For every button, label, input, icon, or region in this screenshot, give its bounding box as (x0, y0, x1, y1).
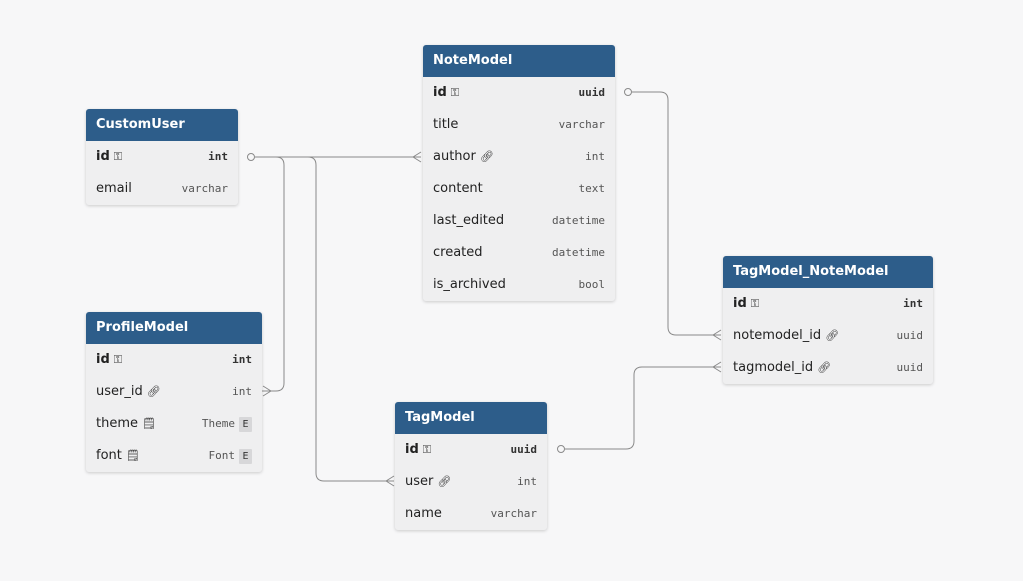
link-icon: 🔗︎ (437, 475, 452, 488)
field-type: int (232, 385, 252, 398)
field-type: int (517, 475, 537, 488)
table-tagmodel-notemodel[interactable]: TagModel_NoteModel id⚿ int notemodel_id🔗… (723, 256, 933, 384)
field-name: author (433, 149, 476, 164)
field-type: int (208, 150, 228, 163)
field-name: font (96, 448, 122, 463)
many-marker (412, 151, 422, 163)
field-row[interactable]: id⚿ int (86, 344, 262, 376)
field-type: uuid (578, 86, 606, 99)
field-row[interactable]: last_edited datetime (423, 205, 615, 237)
field-name: id (733, 296, 747, 311)
note-icon: 🗒︎ (125, 449, 140, 462)
many-marker (712, 329, 722, 341)
field-type-label: Theme (201, 417, 235, 430)
field-type-label: Font (208, 449, 236, 462)
field-name: notemodel_id (733, 328, 822, 343)
field-type: datetime (552, 246, 605, 259)
field-row[interactable]: content text (423, 173, 615, 205)
one-marker (624, 88, 632, 96)
field-name: id (405, 442, 419, 457)
table-profilemodel[interactable]: ProfileModel id⚿ int user_id🔗︎ int theme… (86, 312, 262, 472)
field-row[interactable]: id⚿ int (723, 288, 933, 320)
field-type: Theme E (202, 408, 252, 440)
field-row[interactable]: user🔗︎ int (395, 466, 547, 498)
field-row[interactable]: created datetime (423, 237, 615, 269)
field-row[interactable]: name varchar (395, 498, 547, 530)
field-name: email (96, 181, 132, 196)
field-type: uuid (896, 361, 924, 374)
key-icon: ⚿ (422, 443, 432, 456)
field-row[interactable]: tagmodel_id🔗︎ uuid (723, 352, 933, 384)
table-tagmodel[interactable]: TagModel id⚿ uuid user🔗︎ int name varcha… (395, 402, 547, 530)
field-row[interactable]: id⚿ int (86, 141, 238, 173)
field-row[interactable]: author🔗︎ int (423, 141, 615, 173)
many-marker (385, 475, 395, 487)
field-type: varchar (490, 507, 537, 520)
field-name: user (405, 474, 434, 489)
key-icon: ⚿ (450, 86, 460, 99)
field-row[interactable]: id⚿ uuid (395, 434, 547, 466)
link-icon: 🔗︎ (825, 329, 840, 342)
field-name: theme (96, 416, 138, 431)
table-title[interactable]: CustomUser (86, 109, 238, 141)
link-icon: 🔗︎ (146, 385, 161, 398)
field-name: id (96, 352, 110, 367)
field-row[interactable]: id⚿ uuid (423, 77, 615, 109)
field-name: user_id (96, 384, 143, 399)
field-name: title (433, 117, 459, 132)
rel-notemodel-tagmodelnotemodel (632, 91, 721, 336)
table-title[interactable]: NoteModel (423, 45, 615, 77)
field-name: is_archived (433, 277, 506, 292)
field-row[interactable]: theme 🗒︎ Theme E (86, 408, 262, 440)
rel-customuser-tagmodel (255, 156, 394, 482)
enum-badge: E (239, 449, 252, 464)
field-type: uuid (510, 443, 538, 456)
table-customuser[interactable]: CustomUser id⚿ int email varchar (86, 109, 238, 205)
link-icon: 🔗︎ (817, 361, 832, 374)
one-marker (247, 153, 255, 161)
field-row[interactable]: is_archived bool (423, 269, 615, 301)
field-type: bool (578, 278, 606, 291)
table-notemodel[interactable]: NoteModel id⚿ uuid title varchar author🔗… (423, 45, 615, 301)
field-name: id (433, 85, 447, 100)
link-icon: 🔗︎ (479, 150, 494, 163)
key-icon: ⚿ (113, 150, 123, 163)
table-title[interactable]: TagModel (395, 402, 547, 434)
field-row[interactable]: notemodel_id🔗︎ uuid (723, 320, 933, 352)
key-icon: ⚿ (750, 297, 760, 310)
field-name: id (96, 149, 110, 164)
many-marker (712, 361, 722, 373)
rel-tagmodel-tagmodelnotemodel (565, 366, 721, 450)
table-title[interactable]: ProfileModel (86, 312, 262, 344)
field-type: uuid (896, 329, 924, 342)
field-row[interactable]: email varchar (86, 173, 238, 205)
field-name: last_edited (433, 213, 505, 228)
enum-badge: E (239, 417, 252, 432)
field-row[interactable]: title varchar (423, 109, 615, 141)
many-marker (262, 385, 272, 397)
field-row[interactable]: user_id🔗︎ int (86, 376, 262, 408)
field-type: text (578, 182, 606, 195)
field-type: int (232, 353, 252, 366)
table-title[interactable]: TagModel_NoteModel (723, 256, 933, 288)
field-name: name (405, 506, 442, 521)
field-name: content (433, 181, 483, 196)
key-icon: ⚿ (113, 353, 123, 366)
one-marker (557, 445, 565, 453)
field-type: int (585, 150, 605, 163)
field-type: varchar (181, 182, 228, 195)
field-type: varchar (558, 118, 605, 131)
field-type: datetime (552, 214, 605, 227)
field-name: created (433, 245, 483, 260)
field-type: int (903, 297, 923, 310)
note-icon: 🗒︎ (142, 417, 156, 430)
field-name: tagmodel_id (733, 360, 814, 375)
